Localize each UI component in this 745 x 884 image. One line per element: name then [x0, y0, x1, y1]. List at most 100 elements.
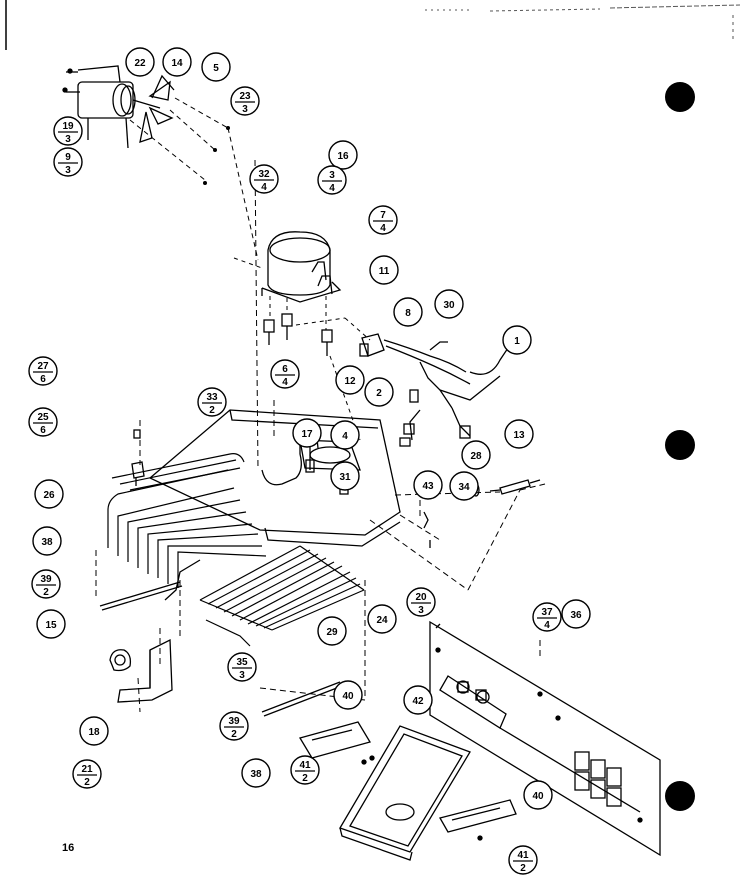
callout-text: 37: [541, 607, 553, 618]
base-pan: [148, 409, 401, 601]
condenser-coil: [107, 453, 267, 588]
callout-30: 30: [434, 289, 464, 319]
callout-circle: [317, 165, 347, 195]
callout-7: 74: [368, 205, 398, 235]
callout-9: 93: [53, 147, 83, 177]
callout-circle: [406, 587, 436, 617]
callout-text: 4: [261, 182, 267, 193]
callout-text: 7: [380, 210, 386, 221]
compressor: [261, 231, 342, 356]
mounting-rods: [99, 581, 343, 717]
callout-text: 22: [134, 58, 146, 69]
callout-text: 25: [37, 412, 49, 423]
callout-circle: [504, 419, 534, 449]
callout-text: 41: [299, 760, 311, 771]
callout-39a: 392: [31, 569, 61, 599]
callout-circle: [335, 365, 365, 395]
callout-41a: 412: [290, 755, 320, 785]
callout-text: 2: [376, 388, 382, 399]
callout-circle: [449, 471, 479, 501]
callout-text: 4: [544, 620, 550, 631]
callout-26: 26: [34, 479, 64, 509]
callout-19: 193: [53, 116, 83, 146]
callout-text: 13: [513, 430, 525, 441]
callout-text: 2: [520, 863, 526, 874]
callout-39b: 392: [219, 711, 249, 741]
callout-text: 24: [376, 615, 388, 626]
callout-text: 32: [258, 169, 270, 180]
callout-circle: [125, 47, 155, 77]
callout-circle: [241, 758, 271, 788]
callout-text: 15: [45, 620, 57, 631]
callout-31: 31: [330, 461, 360, 491]
callout-38a: 38: [32, 526, 62, 556]
callout-text: 6: [40, 374, 46, 385]
callout-text: 33: [206, 392, 218, 403]
callout-circle: [249, 164, 279, 194]
callout-text: 8: [405, 308, 411, 319]
callout-35: 353: [227, 652, 257, 682]
callout-23: 233: [230, 86, 260, 116]
callout-text: 3: [65, 165, 71, 176]
callout-43: 43: [413, 470, 443, 500]
callout-28: 28: [461, 440, 491, 470]
callout-circle: [162, 47, 192, 77]
callout-text: 3: [65, 134, 71, 145]
callout-15: 15: [36, 609, 66, 639]
callout-text: 4: [380, 223, 386, 234]
relay-and-wire-harness: [359, 333, 511, 447]
callout-circle: [290, 755, 320, 785]
callout-text: 43: [422, 481, 434, 492]
callout-circle: [32, 526, 62, 556]
callout-circle: [72, 759, 102, 789]
callout-24: 24: [367, 604, 397, 634]
callout-38b: 38: [241, 758, 271, 788]
control-panel: [429, 620, 661, 857]
callout-circle: [227, 652, 257, 682]
callout-text: 9: [65, 152, 71, 163]
callout-2: 2: [364, 377, 394, 407]
callout-circle: [328, 140, 358, 170]
callout-circle: [367, 604, 397, 634]
callout-text: 20: [415, 592, 427, 603]
callout-text: 3: [329, 170, 335, 181]
callout-circle: [330, 461, 360, 491]
callout-text: 14: [171, 58, 183, 69]
callout-circle: [333, 680, 363, 710]
callout-17: 17: [292, 418, 322, 448]
callout-text: 6: [282, 364, 288, 375]
punch-hole: [665, 430, 695, 460]
callout-text: 2: [84, 777, 90, 788]
callout-21: 212: [72, 759, 102, 789]
callout-circle: [28, 356, 58, 386]
callout-32: 324: [249, 164, 279, 194]
callout-text: 34: [458, 482, 470, 493]
callout-34: 34: [449, 471, 479, 501]
punch-hole: [665, 82, 695, 112]
callout-text: 2: [302, 773, 308, 784]
callout-circle: [79, 716, 109, 746]
callout-circle: [561, 599, 591, 629]
callout-text: 27: [37, 361, 49, 372]
damper-motor-bracket: [109, 638, 173, 703]
callout-text: 16: [337, 151, 349, 162]
callout-22: 22: [125, 47, 155, 77]
scan-artifact: [425, 4, 741, 40]
callout-circle: [369, 255, 399, 285]
callout-text: 31: [339, 472, 351, 483]
leader-lines-fan: [129, 97, 259, 261]
callout-circle: [292, 418, 322, 448]
callout-text: 3: [242, 104, 248, 115]
callout-text: 26: [43, 490, 55, 501]
callout-circle: [34, 479, 64, 509]
leader-lines-main: [95, 159, 546, 713]
callout-circle: [403, 685, 433, 715]
callout-8: 8: [393, 297, 423, 327]
callout-text: 28: [470, 451, 482, 462]
callout-circle: [31, 569, 61, 599]
callout-text: 3: [418, 605, 424, 616]
callout-text: 36: [570, 610, 582, 621]
callout-text: 11: [379, 266, 390, 277]
callout-13: 13: [504, 419, 534, 449]
